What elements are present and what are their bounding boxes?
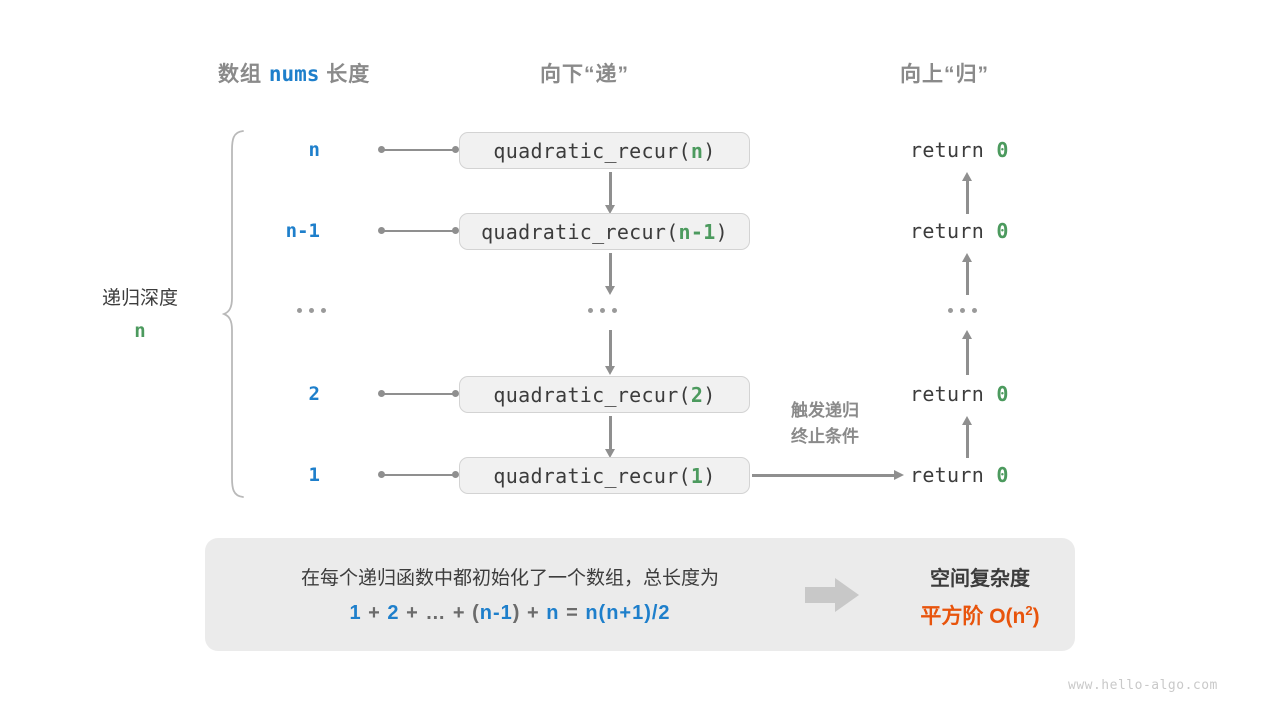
summary-result-arrow-icon xyxy=(805,578,859,617)
header-ascend: 向上“归” xyxy=(900,63,989,86)
function-call-arg: 1 xyxy=(690,463,704,488)
complexity-order-label: 平方阶 xyxy=(920,605,984,628)
function-call-box-row-2[interactable]: quadratic_recur(n-1) xyxy=(459,213,750,250)
function-call-prefix: quadratic_recur( xyxy=(481,219,679,244)
ascend-ellipsis xyxy=(948,308,977,313)
formula-op-3: + xyxy=(452,602,466,624)
summary-panel: 在每个递归函数中都初始化了一个数组，总长度为 1 + 2 + … + (n-1)… xyxy=(205,538,1075,651)
array-length-ellipsis xyxy=(297,308,326,313)
header-array-length-suffix: 长度 xyxy=(326,63,371,86)
descend-arrow-3 xyxy=(605,330,615,375)
complexity-big-o: O(n xyxy=(989,605,1026,628)
formula-op-2: + xyxy=(406,602,419,624)
descend-ellipsis xyxy=(588,308,617,313)
connector-row-5 xyxy=(378,470,460,480)
formula-op-1: + xyxy=(368,602,381,624)
complexity-exponent: 2 xyxy=(1025,603,1033,618)
return-label-row-1: return 0 xyxy=(910,138,1009,162)
descend-arrow-4 xyxy=(605,416,615,458)
connector-row-2 xyxy=(378,226,460,236)
return-value: 0 xyxy=(996,138,1009,162)
return-value: 0 xyxy=(996,463,1009,487)
header-array-length-prefix: 数组 xyxy=(218,63,262,86)
function-call-suffix: ) xyxy=(703,138,716,163)
return-label-row-5: return 0 xyxy=(910,463,1009,487)
space-complexity-value: 平方阶 O(n2) xyxy=(885,600,1075,630)
recursion-depth-label: 递归深度 xyxy=(101,288,178,309)
return-keyword: return xyxy=(910,138,997,162)
summary-text: 在每个递归函数中都初始化了一个数组，总长度为 xyxy=(300,568,719,589)
formula-term-2: 2 xyxy=(387,602,400,624)
formula-term-5: n xyxy=(546,602,560,624)
summary-formula: 1 + 2 + … + (n-1) + n = n(n+1)/2 xyxy=(230,602,790,625)
return-label-row-2: return 0 xyxy=(910,219,1009,243)
formula-result: n(n+1)/2 xyxy=(585,602,671,624)
function-call-box-row-1[interactable]: quadratic_recur(n) xyxy=(459,132,750,169)
recursion-depth-value: n xyxy=(134,320,146,342)
array-length-row-4: 2 xyxy=(308,383,320,405)
function-call-box-row-4[interactable]: quadratic_recur(2) xyxy=(459,376,750,413)
formula-op-4: + xyxy=(527,602,540,624)
function-call-prefix: quadratic_recur( xyxy=(493,382,691,407)
function-call-arg: 2 xyxy=(690,382,704,407)
formula-equals: = xyxy=(566,602,579,624)
function-call-prefix: quadratic_recur( xyxy=(493,463,691,488)
return-value: 0 xyxy=(996,219,1009,243)
formula-paren-open: ( xyxy=(472,602,480,624)
base-case-arrow xyxy=(752,470,904,480)
return-label-row-4: return 0 xyxy=(910,382,1009,406)
ascend-arrow-2 xyxy=(962,253,972,295)
function-call-suffix: ) xyxy=(703,382,716,407)
ascend-arrow-3 xyxy=(962,330,972,375)
complexity-close-paren: ) xyxy=(1032,605,1040,628)
header-array-length: 数组 nums 长度 xyxy=(218,58,370,88)
header-array-length-var: nums xyxy=(268,62,320,86)
descend-arrow-2 xyxy=(605,253,615,295)
function-call-prefix: quadratic_recur( xyxy=(493,138,691,163)
return-value: 0 xyxy=(996,382,1009,406)
array-length-row-2: n-1 xyxy=(285,220,320,242)
ascend-arrow-1 xyxy=(962,172,972,214)
return-keyword: return xyxy=(910,463,997,487)
function-call-arg: n xyxy=(690,138,704,163)
function-call-box-row-5[interactable]: quadratic_recur(1) xyxy=(459,457,750,494)
connector-row-1 xyxy=(378,145,460,155)
array-length-row-5: 1 xyxy=(308,464,320,486)
descend-arrow-1 xyxy=(605,172,615,214)
return-keyword: return xyxy=(910,382,997,406)
recursion-depth-brace xyxy=(222,128,246,500)
function-call-arg: n-1 xyxy=(678,219,716,244)
termination-note-line-2: 终止条件 xyxy=(791,427,859,447)
termination-note-line-1: 触发递归 xyxy=(791,401,859,420)
return-keyword: return xyxy=(910,219,997,243)
connector-row-4 xyxy=(378,389,460,399)
formula-term-4: n-1 xyxy=(479,602,513,624)
function-call-suffix: ) xyxy=(703,463,716,488)
array-length-row-1: n xyxy=(308,139,320,161)
space-complexity-title: 空间复杂度 xyxy=(930,568,1030,590)
function-call-suffix: ) xyxy=(715,219,728,244)
formula-paren-close: ) xyxy=(512,602,521,624)
formula-ellipsis: … xyxy=(425,602,447,624)
formula-term-1: 1 xyxy=(349,602,362,624)
watermark: www.hello-algo.com xyxy=(1068,678,1218,693)
ascend-arrow-4 xyxy=(962,416,972,458)
header-descend: 向下“递” xyxy=(540,63,629,86)
termination-condition-note: 触发递归 终止条件 xyxy=(760,398,890,451)
